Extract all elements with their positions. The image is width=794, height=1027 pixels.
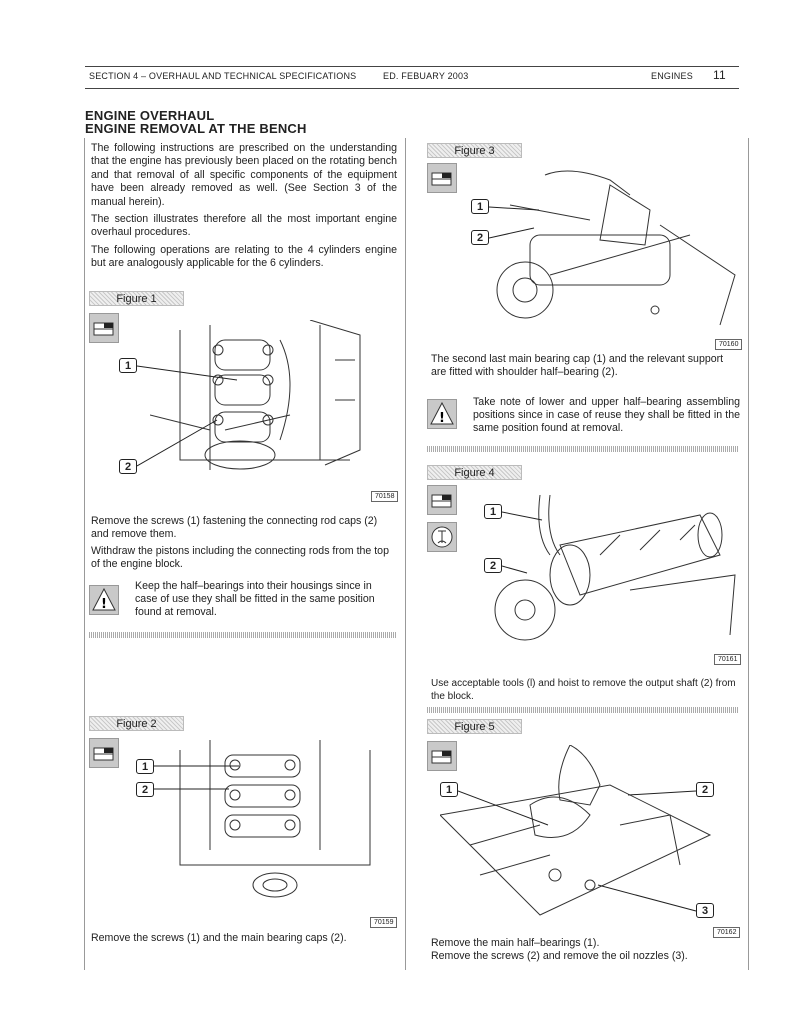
figure-1-warning: Keep the half–bearings into their housin… [135, 580, 375, 618]
figure-2-leader-lines [154, 765, 239, 790]
figure-3-caption: The second last main bearing cap (1) and… [431, 353, 724, 378]
column-divider-center [405, 138, 406, 970]
header-rule-bottom [85, 88, 739, 89]
page-subtitle: ENGINE REMOVAL AT THE BENCH [85, 121, 307, 136]
intro-text: The following instructions are prescribe… [91, 142, 397, 271]
figure-3-leader-lines [489, 206, 540, 239]
figure-3-callout-1: 1 [471, 199, 489, 214]
figure-5-callout-1: 1 [440, 782, 458, 797]
procedure-icon [427, 163, 457, 193]
intro-paragraph-3: The following operations are relating to… [91, 243, 397, 270]
procedure-icon [89, 738, 119, 768]
figure-5-callout-3: 3 [696, 903, 714, 918]
figure-1-caption: Remove the screws (1) fastening the conn… [91, 515, 397, 571]
figure-2-label: Figure 2 [89, 716, 184, 731]
column-divider-left [84, 138, 85, 970]
figure-1-leader-lines [137, 365, 238, 467]
figure-5-callout-2: 2 [696, 782, 714, 797]
figure-5-illustration [440, 745, 712, 916]
figure-4-leader-lines [502, 511, 543, 574]
figure-3-warning: Take note of lower and upper half–bearin… [473, 396, 740, 434]
figure-4-caption: Use acceptable tools (l) and hoist to re… [431, 678, 736, 702]
figure-4-callout-1: 1 [484, 504, 502, 519]
figure-2-callout-2: 2 [136, 782, 154, 797]
figure-1-caption-1: Remove the screws (1) fastening the conn… [91, 515, 378, 540]
figure-3-illustration [496, 170, 736, 326]
figure-1-callout-1: 1 [119, 358, 137, 373]
figure-5-caption: Remove the main half–bearings (1). Remov… [431, 937, 740, 963]
header-category: ENGINES [651, 71, 693, 81]
figure-5-leader-lines [458, 790, 697, 912]
figure-3-number: 70160 [715, 339, 743, 350]
hoist-tool-icon [427, 522, 457, 552]
figure-2-caption: Remove the screws (1) and the main beari… [91, 932, 347, 944]
figure-5-label: Figure 5 [427, 719, 522, 734]
procedure-icon [427, 485, 457, 515]
figure-2-number: 70159 [370, 917, 398, 928]
figure-4-illustration [494, 495, 736, 641]
figure-1-label: Figure 1 [89, 291, 184, 306]
figure-5-caption-2: Remove the screws (2) and remove the oil… [431, 950, 688, 962]
figure-2-callout-1: 1 [136, 759, 154, 774]
procedure-icon [89, 313, 119, 343]
intro-paragraph-2: The section illustrates therefore all th… [91, 213, 397, 239]
header-rule-top [85, 66, 739, 67]
header-section: SECTION 4 – OVERHAUL AND TECHNICAL SPECI… [89, 71, 357, 81]
figure-4-number: 70161 [714, 654, 742, 665]
divider-figure-3 [427, 446, 739, 452]
page-number: 11 [713, 68, 726, 82]
warning-icon: ! [427, 399, 457, 429]
divider-figure-4 [427, 707, 739, 713]
figure-5-caption-1: Remove the main half–bearings (1). [431, 937, 600, 949]
figure-4-callout-2: 2 [484, 558, 502, 573]
svg-text:!: ! [101, 597, 107, 612]
header-edition: ED. FEBUARY 2003 [383, 71, 469, 81]
figure-4-label: Figure 4 [427, 465, 522, 480]
figure-3-label: Figure 3 [427, 143, 522, 158]
figure-2-illustration [179, 740, 371, 898]
figure-1-illustration [150, 320, 361, 470]
figure-1-number: 70158 [371, 491, 399, 502]
column-divider-right [748, 138, 749, 970]
warning-icon: ! [89, 585, 119, 615]
figure-1-callout-2: 2 [119, 459, 137, 474]
page-title: ENGINE OVERHAUL [85, 108, 215, 123]
figure-1-caption-2: Withdraw the pistons including the conne… [91, 545, 389, 570]
figure-5-number: 70162 [713, 927, 741, 938]
intro-paragraph-1: The following instructions are prescribe… [91, 142, 397, 208]
procedure-icon [427, 741, 457, 771]
svg-text:!: ! [439, 411, 445, 426]
divider-figure-1 [89, 632, 397, 638]
figure-3-callout-2: 2 [471, 230, 489, 245]
